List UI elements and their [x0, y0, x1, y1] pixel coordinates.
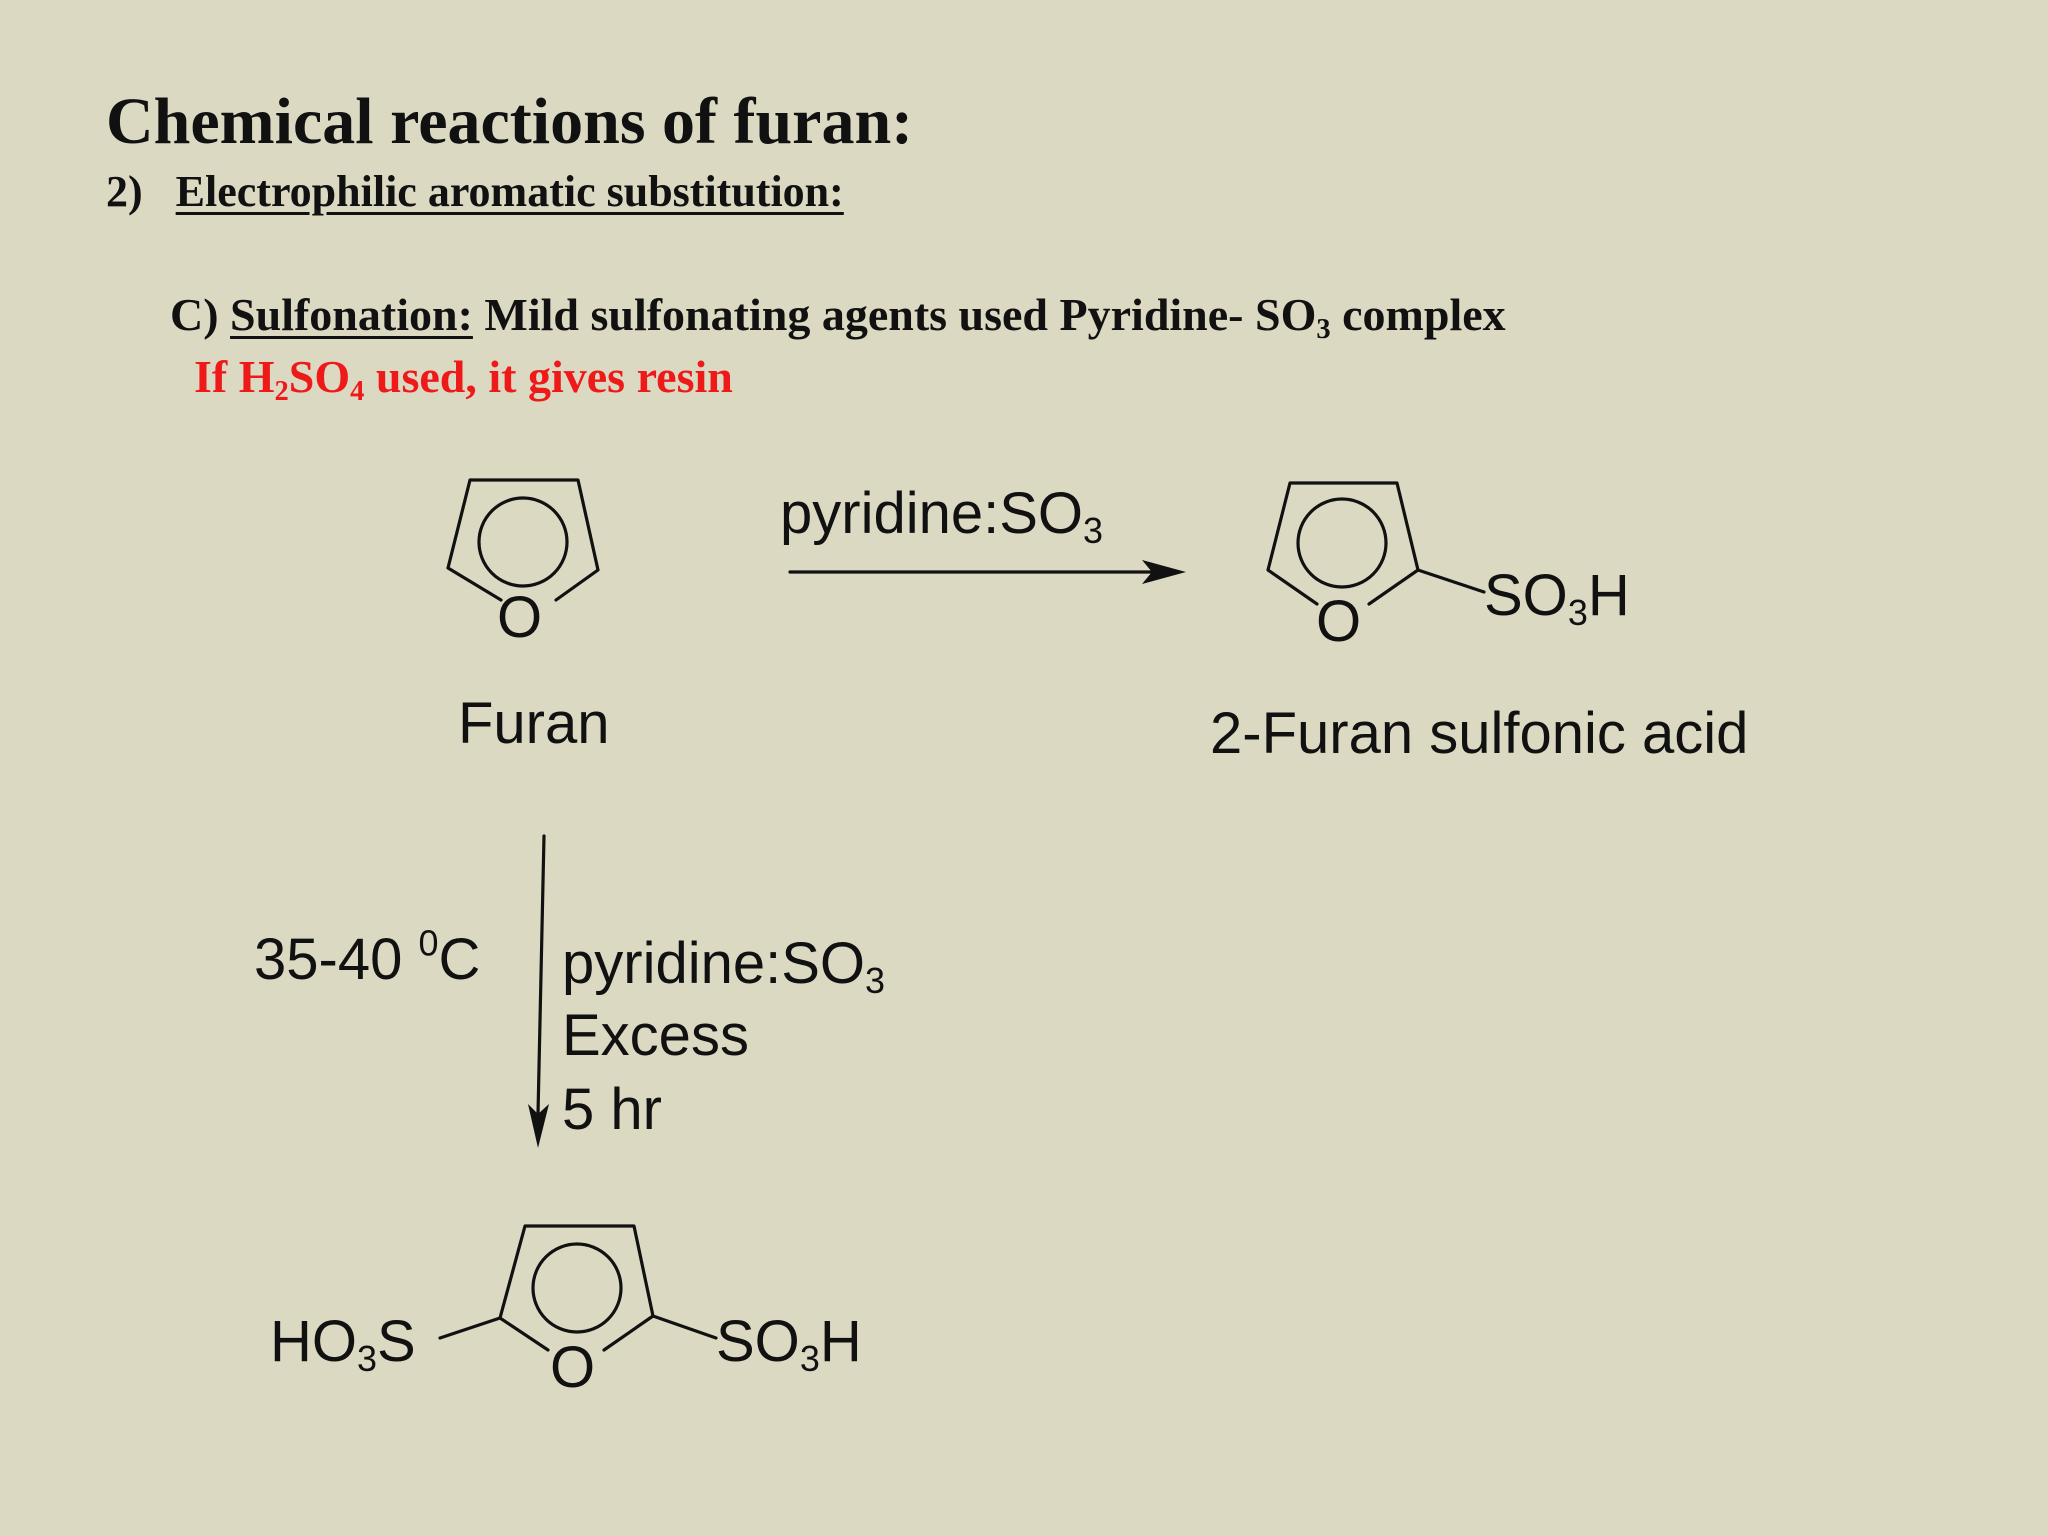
furan-structure [446, 478, 600, 602]
product-name: 2-Furan sulfonic acid [1210, 701, 1749, 766]
product-aromatic-circle [1296, 497, 1388, 589]
product-ring [1266, 481, 1420, 606]
reagent-down-line-2: Excess [562, 1003, 749, 1068]
disulfonic-ring [498, 1224, 655, 1352]
disulfonic-oxygen-label: O [550, 1335, 596, 1400]
warning-part-3: used, it gives resin [364, 351, 733, 402]
section-number: 2) [106, 167, 143, 216]
reagent-top: pyridine:SO3 [780, 481, 1104, 552]
sulfonation-prefix: C) [170, 289, 219, 340]
warning-part-2: SO [288, 351, 351, 402]
arrow-down-shaft [536, 834, 546, 1116]
disulfonic-right-bond [651, 1314, 718, 1340]
warning-sub-2: 2 [274, 375, 289, 407]
sulfonation-subscript: 3 [1316, 313, 1331, 345]
disulfonic-structure [438, 1224, 718, 1352]
furan-aromatic-circle [477, 496, 569, 588]
furan-name: Furan [458, 691, 610, 756]
sulfonation-text-after: complex [1330, 289, 1506, 340]
reagent-down-line-1: pyridine:SO3 [562, 931, 886, 1002]
disulfonic-aromatic-circle [531, 1242, 623, 1334]
disulfonic-left-substituent: HO3S [270, 1309, 416, 1380]
product-c-s-bond [1416, 568, 1486, 594]
arrow-right-head [1142, 560, 1186, 584]
section-heading: 2) Electrophilic aromatic substitution: [106, 166, 844, 217]
sulfonation-label: Sulfonation: [230, 289, 473, 340]
furan-oxygen-label: O [497, 585, 543, 650]
furan-ring [446, 478, 600, 602]
reagent-down-line-3: 5 hr [562, 1077, 662, 1142]
product-structure [1266, 481, 1486, 606]
reaction-temperature: 35-40 0C [254, 922, 481, 992]
disulfonic-right-substituent: SO3H [716, 1309, 862, 1380]
arrow-down-head [528, 1104, 549, 1148]
section-title: Electrophilic aromatic substitution: [175, 167, 844, 216]
warning-part-1: If H [194, 351, 275, 402]
sulfonation-description: C) Sulfonation: Mild sulfonating agents … [170, 288, 1506, 344]
warning-text: If H2SO4 used, it gives resin [194, 350, 733, 406]
product-substituent: SO3H [1484, 563, 1630, 634]
disulfonic-left-bond [438, 1316, 502, 1340]
sulfonation-text: Mild sulfonating agents used Pyridine- S… [472, 289, 1317, 340]
product-oxygen-label: O [1316, 589, 1362, 654]
slide-title: Chemical reactions of furan: [106, 85, 914, 158]
warning-sub-4: 4 [350, 375, 365, 407]
